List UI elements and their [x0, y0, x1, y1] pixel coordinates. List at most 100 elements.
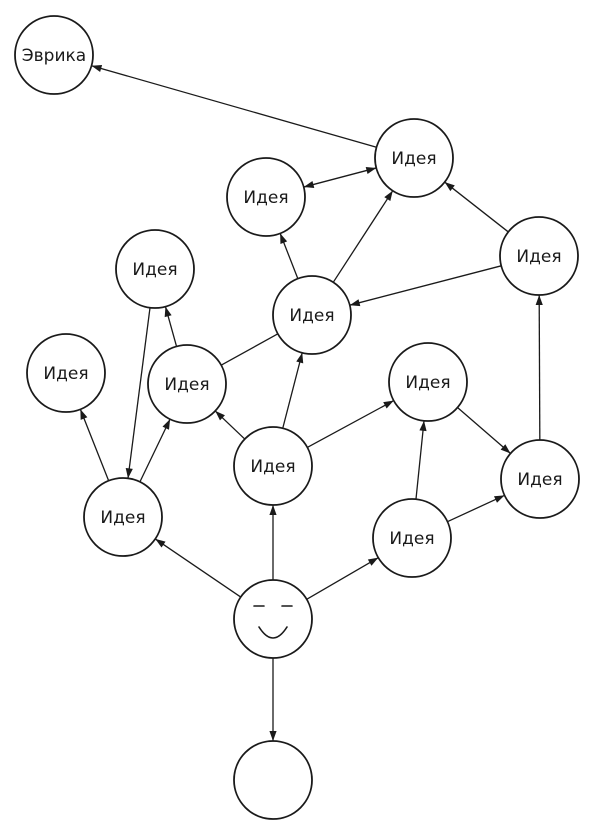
arrow-head: [383, 400, 394, 409]
edge-line: [444, 181, 509, 233]
node-n11: Идея: [500, 439, 580, 519]
node-label: Идея: [516, 247, 561, 267]
node-n1: Идея: [374, 118, 454, 198]
node-circle: [147, 344, 227, 424]
node-n3: Идея: [499, 216, 579, 296]
edge-n8-n11: [457, 407, 511, 454]
arrow-head: [269, 731, 277, 741]
edge-line: [457, 407, 511, 454]
node-label: Идея: [132, 260, 177, 280]
node-n5: Идея: [272, 275, 352, 355]
node-label: Идея: [517, 470, 562, 490]
edge-line: [139, 418, 171, 483]
edge-n11-n3: [535, 294, 543, 441]
edge-line: [91, 65, 377, 148]
node-n10: Идея: [83, 477, 163, 557]
edge-n9-n5: [282, 352, 304, 429]
node-circle: [372, 498, 452, 578]
arrow-head: [162, 419, 171, 430]
arrow-head: [296, 352, 304, 364]
edges-layer: [79, 65, 543, 741]
edge-n7-n4: [164, 306, 178, 347]
node-circle: [115, 229, 195, 309]
edge-n9-n7: [214, 410, 246, 440]
node-n7: Идея: [147, 344, 227, 424]
node-circle: [374, 118, 454, 198]
arrow-head: [155, 538, 166, 548]
edge-line: [306, 557, 379, 600]
edge-line: [303, 167, 377, 188]
arrow-head: [419, 420, 427, 432]
smiley-face-node: [233, 579, 313, 659]
arrow-head: [493, 495, 505, 503]
edge-n5-n2: [279, 233, 299, 279]
edge-face-n10: [154, 538, 242, 598]
edge-line: [538, 294, 541, 441]
node-n2: Идея: [226, 157, 306, 237]
edge-line: [282, 352, 303, 429]
node-circle: [499, 216, 579, 296]
arrow-head: [91, 65, 103, 72]
node-label: Идея: [391, 149, 436, 169]
node-eureka: Эврика: [14, 15, 94, 95]
edge-line: [220, 333, 279, 366]
edge-line: [332, 190, 394, 283]
node-label: Идея: [164, 375, 209, 395]
node-n6: Идея: [26, 333, 106, 413]
arrow-head: [444, 182, 455, 192]
node-circle: [233, 740, 313, 820]
node-label: Идея: [389, 529, 434, 549]
arrow-head: [164, 306, 172, 318]
node-label: Эврика: [22, 46, 86, 66]
edge-line: [415, 420, 425, 500]
node-circle: [226, 157, 306, 237]
node-circle: [272, 275, 352, 355]
edge-face-empty: [269, 658, 277, 741]
arrow-head-reverse: [365, 167, 377, 174]
edge-line: [349, 265, 502, 306]
node-label: Идея: [243, 188, 288, 208]
edge-n10-n7: [139, 418, 171, 483]
arrow-head: [280, 233, 288, 244]
edge-face-n12: [306, 557, 379, 600]
arrow-head: [303, 181, 315, 188]
edge-n1-eureka: [91, 65, 377, 148]
node-label: Идея: [100, 508, 145, 528]
node-circle: [26, 333, 106, 413]
node-label: Идея: [289, 306, 334, 326]
node-circle: [388, 342, 468, 422]
arrow-head: [215, 410, 225, 421]
node-label: Идея: [43, 364, 88, 384]
edge-n9-n8: [306, 400, 395, 448]
edge-line: [154, 538, 242, 598]
node-n12: Идея: [372, 498, 452, 578]
node-circle: [500, 439, 580, 519]
edge-n4-n10: [125, 307, 151, 479]
arrow-head: [349, 299, 361, 307]
edge-face-n9: [269, 505, 277, 580]
edge-n3-n5: [349, 265, 502, 307]
edge-n7-n5: [220, 333, 279, 366]
arrow-head: [269, 505, 277, 515]
edge-n1-n2: [303, 167, 377, 188]
edge-n12-n11: [447, 494, 505, 523]
node-circle: [14, 15, 94, 95]
arrow-head: [367, 557, 379, 566]
arrow-head: [384, 190, 393, 202]
edge-n5-n1: [332, 190, 394, 283]
node-n8: Идея: [388, 342, 468, 422]
edge-n10-n6: [79, 409, 110, 481]
node-label: Идея: [250, 457, 295, 477]
edge-line: [447, 494, 505, 523]
node-label: Идея: [405, 373, 450, 393]
empty-node: [233, 740, 313, 820]
node-circle: [83, 477, 163, 557]
arrow-head: [80, 409, 88, 420]
arrow-head: [535, 294, 543, 306]
smile-icon: [258, 626, 288, 639]
node-n4: Идея: [115, 229, 195, 309]
edge-line: [127, 307, 151, 479]
edge-line: [306, 400, 395, 448]
